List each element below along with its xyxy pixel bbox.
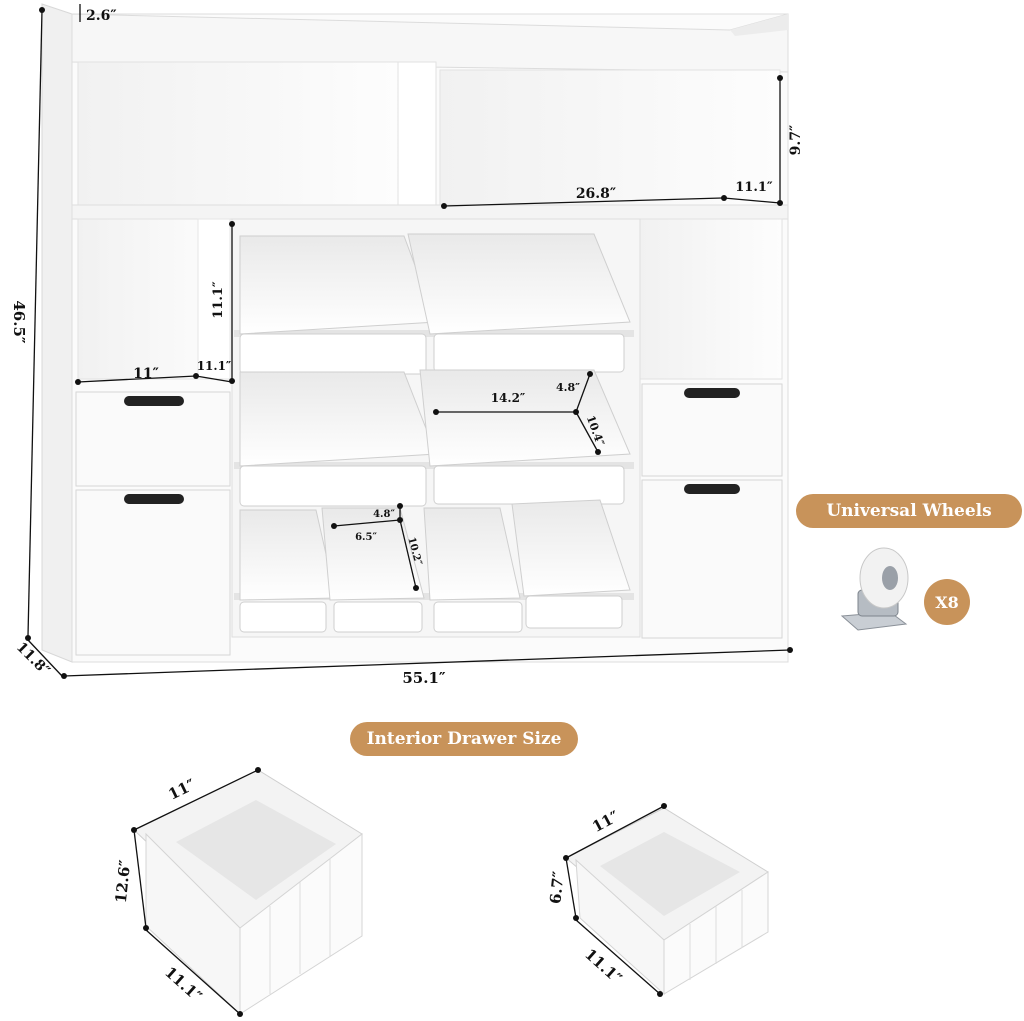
- wheel-count-badge: X8: [924, 579, 970, 625]
- interior-drawer-size-label: Interior Drawer Size: [350, 722, 578, 756]
- right-small-drawer: [641, 383, 783, 477]
- large-bin: [419, 369, 631, 505]
- right-large-drawer: [641, 479, 783, 639]
- cabinet-side-panel: [41, 3, 73, 663]
- dim-top-rail: 2.6″: [86, 8, 117, 24]
- universal-wheels-label: Universal Wheels: [796, 494, 1022, 528]
- dimension-lines: [27, 4, 791, 677]
- top-shelf-left: [77, 61, 399, 206]
- top-shelf-right: [439, 69, 781, 206]
- dim-large-drawer-height: 12.6″: [112, 859, 134, 904]
- dim-side-cube-height: 11.1″: [211, 281, 226, 319]
- dim-large-drawer-width: 11″: [165, 775, 198, 803]
- dim-total-width: 55.1″: [402, 669, 446, 687]
- dim-large-bin-height: 4.8″: [556, 381, 580, 394]
- interior-large-drawer: [133, 769, 363, 1016]
- interior-small-drawer: [565, 807, 769, 996]
- left-large-drawer: [75, 489, 231, 656]
- small-bin: [423, 507, 523, 633]
- left-small-drawer: [75, 391, 231, 487]
- storage-cabinet: [41, 3, 789, 663]
- large-bin: [239, 371, 437, 507]
- dim-top-shelf-width: 26.8″: [576, 186, 616, 202]
- dim-small-bin-height: 4.8″: [373, 509, 395, 520]
- dim-top-shelf-depth: 11.1″: [735, 180, 773, 195]
- dim-small-bin-width: 6.5″: [355, 532, 377, 543]
- dim-total-height: 46.5″: [10, 300, 28, 344]
- small-bin: [321, 507, 425, 633]
- large-bin: [407, 233, 631, 373]
- dim-small-drawer-height: 6.7″: [546, 870, 567, 905]
- large-bin: [239, 235, 437, 375]
- caster-wheel-icon: [840, 547, 909, 631]
- dim-top-shelf-height: 9.7″: [788, 125, 804, 156]
- small-bin: [511, 499, 631, 629]
- dim-large-bin-width: 14.2″: [491, 391, 526, 405]
- dim-side-cube-width: 11″: [133, 366, 159, 382]
- small-bin: [239, 509, 337, 633]
- right-open-cube: [639, 218, 783, 380]
- dim-side-cube-depth: 11.1″: [197, 359, 232, 373]
- dimension-endpoints: [25, 7, 793, 679]
